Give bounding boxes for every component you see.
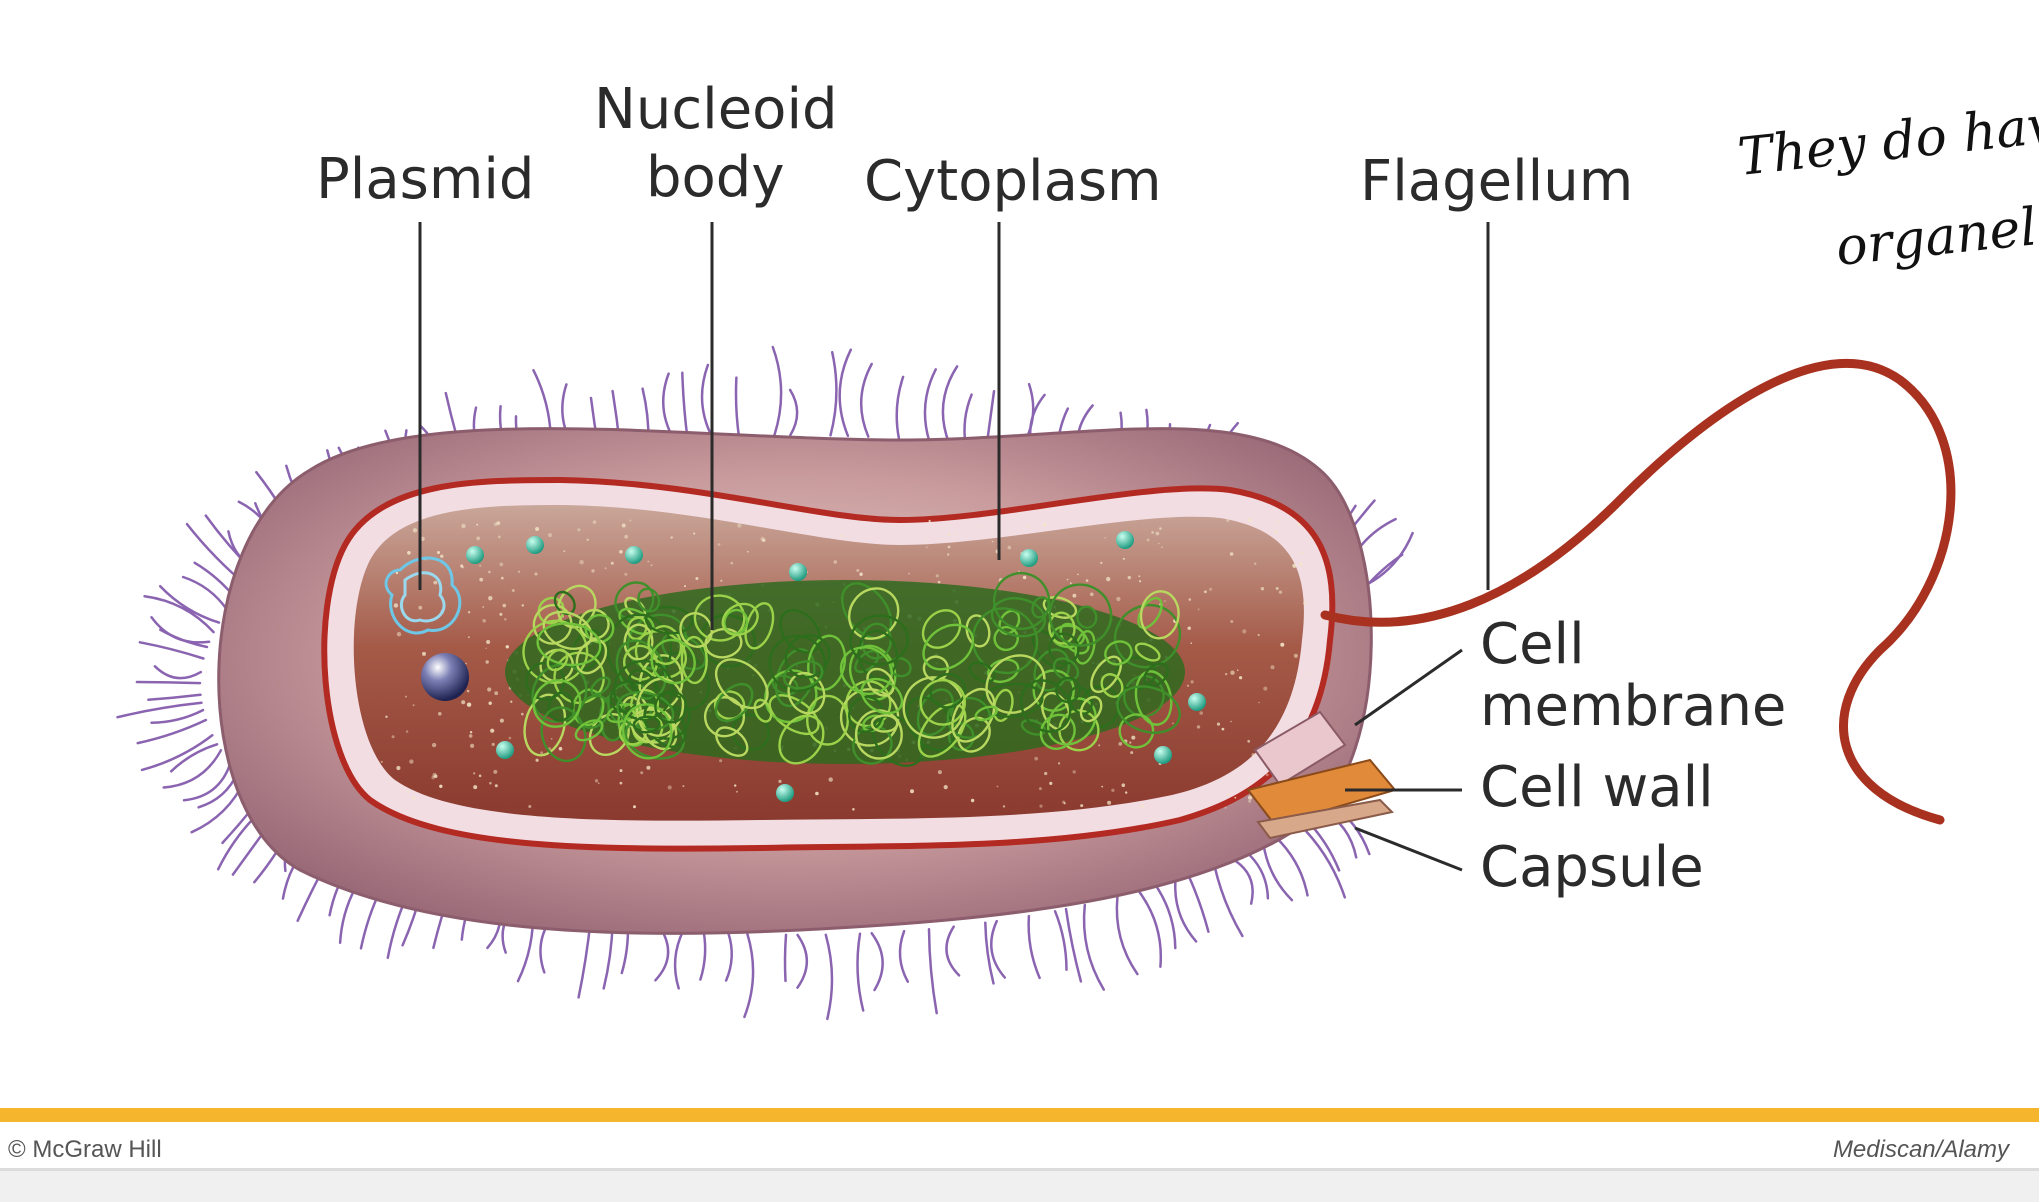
plasmid-graphic <box>384 556 462 635</box>
label-plasmid: Plasmid <box>316 147 534 212</box>
handwritten-note-line1: They do hav <box>1735 95 2039 188</box>
label-cell-membrane-line2: membrane <box>1480 674 1786 739</box>
nucleoid-body <box>505 571 1185 767</box>
label-capsule: Capsule <box>1480 835 1704 900</box>
label-cytoplasm: Cytoplasm <box>864 149 1162 214</box>
plasmid-sphere <box>421 653 469 701</box>
flagellum-graphic <box>1320 359 1956 825</box>
label-nucleoid-line1: Nucleoid <box>594 77 838 142</box>
photo-credit-text: Mediscan/Alamy <box>1832 1136 2009 1163</box>
label-cell-membrane-line1: Cell <box>1480 612 1585 677</box>
copyright-text: © McGraw Hill <box>8 1136 162 1163</box>
ribosomes <box>466 531 1206 802</box>
footer <box>0 1122 2039 1171</box>
footer-accent-bar <box>0 1108 2039 1122</box>
footer-lower-strip <box>0 1171 2039 1202</box>
label-flagellum: Flagellum <box>1360 149 1633 214</box>
handwritten-note-line2: organelle <box>1833 192 2039 278</box>
leader-lines <box>418 222 1490 872</box>
label-nucleoid-line2: body <box>646 145 785 210</box>
label-cell-wall: Cell wall <box>1480 755 1714 820</box>
